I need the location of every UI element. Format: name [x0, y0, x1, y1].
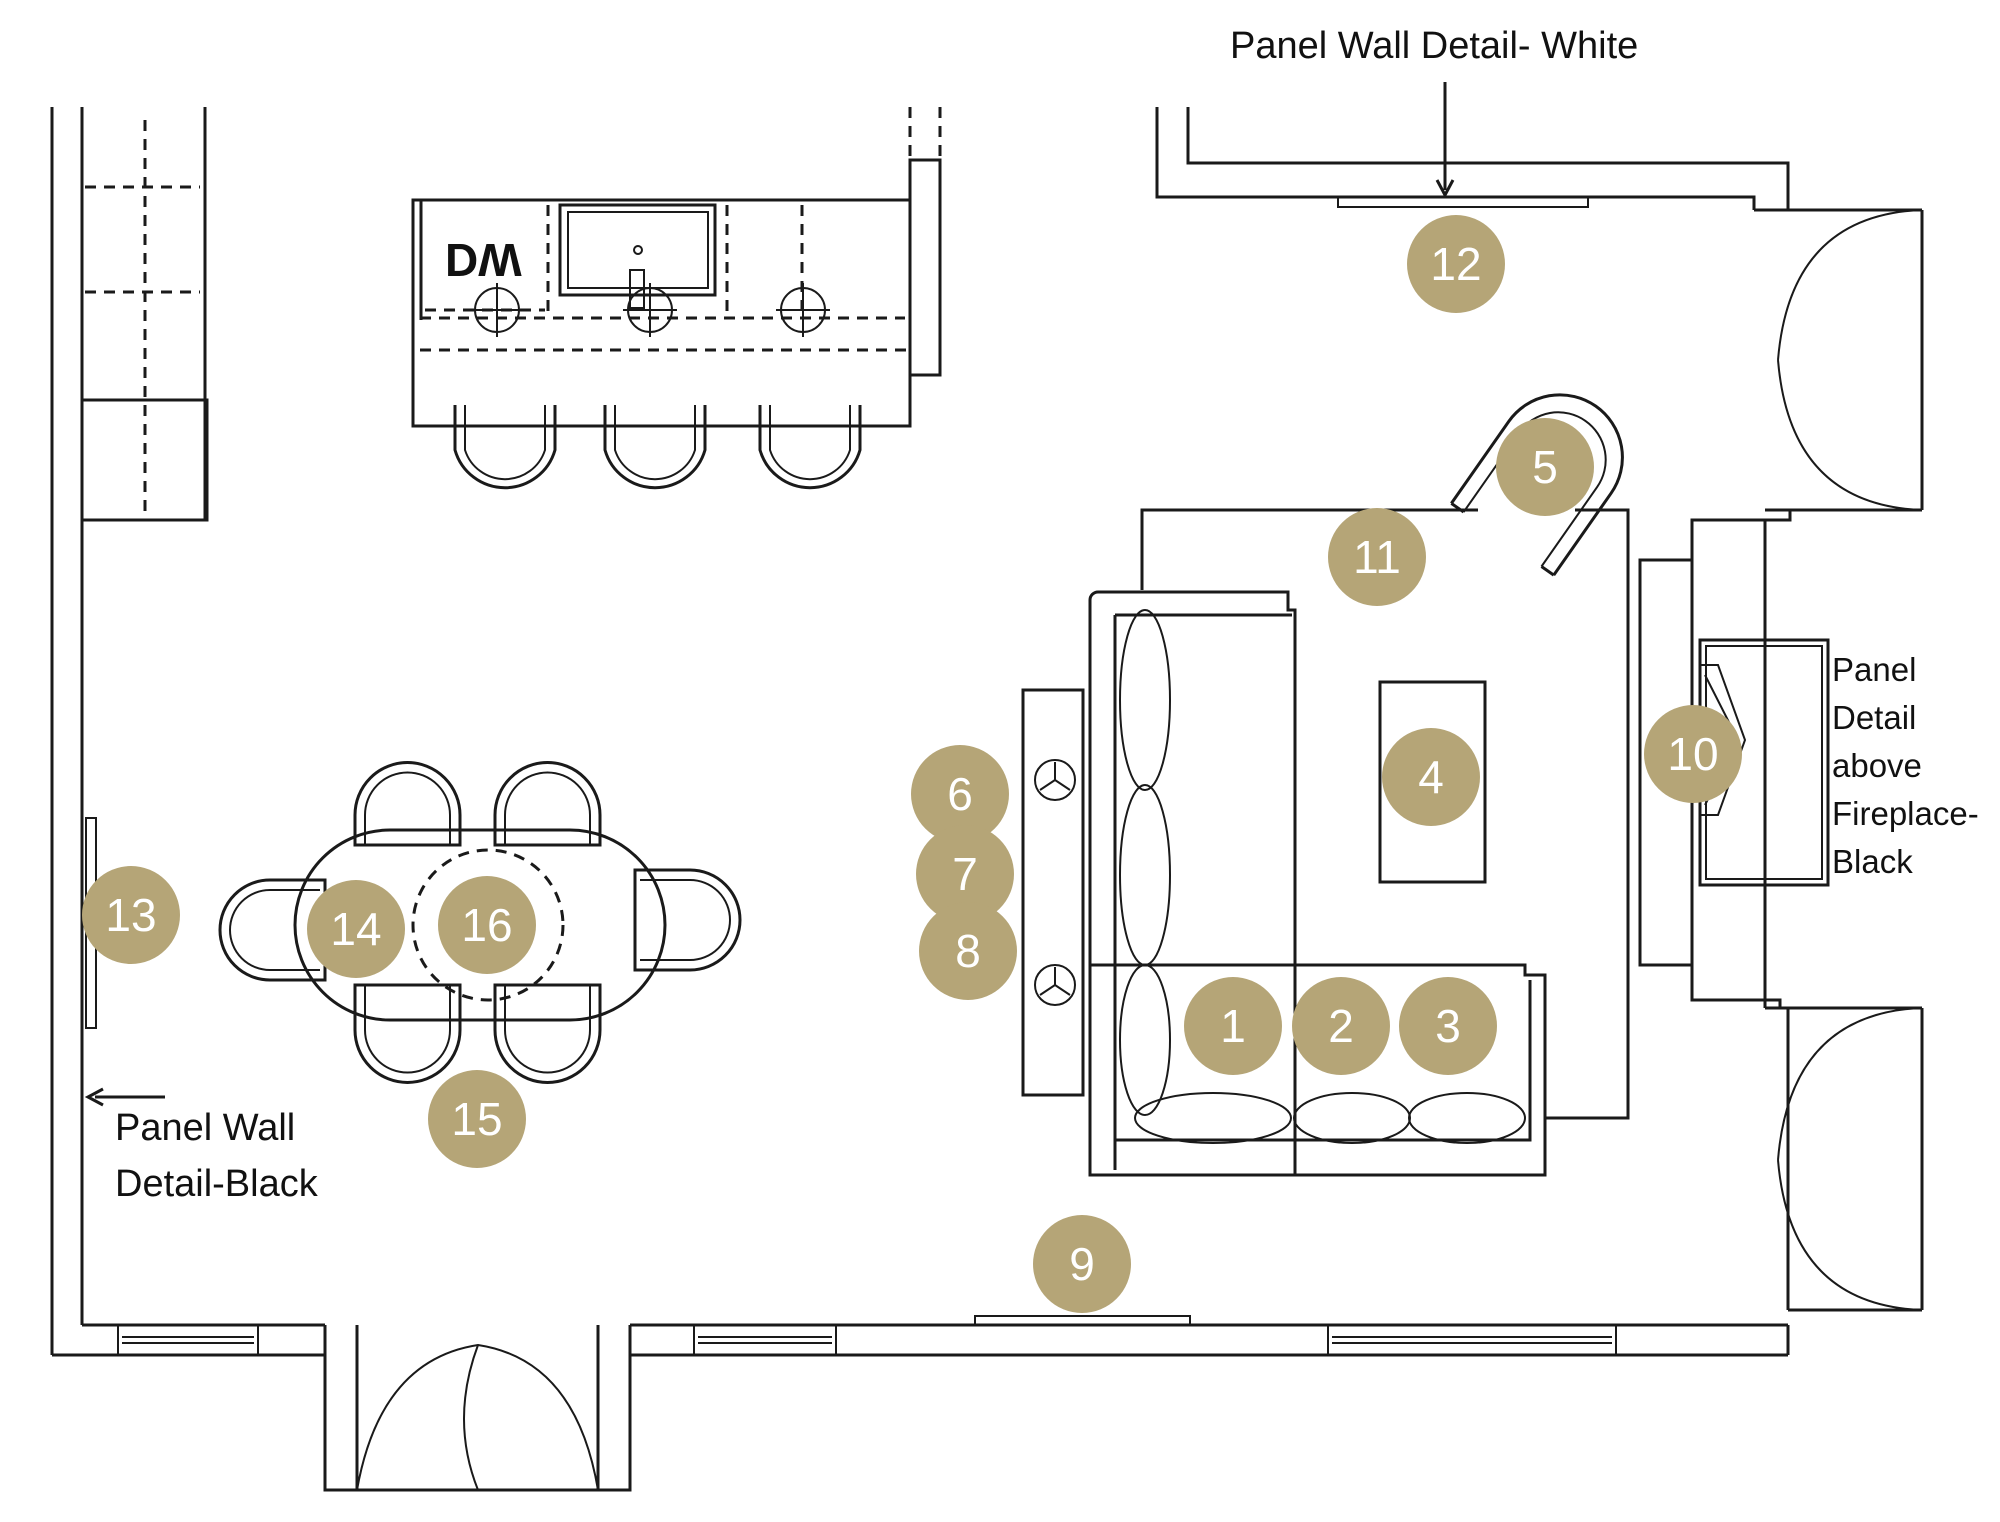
fireplace-panel-label: Panel Detail above Fireplace- Black — [1832, 646, 1979, 886]
fireplace-label-line5: Black — [1832, 843, 1913, 880]
console-table — [1021, 688, 1085, 1097]
marker-12: 12 — [1407, 215, 1505, 313]
marker-9: 9 — [1033, 1215, 1131, 1313]
fireplace-label-line1: Panel — [1832, 651, 1917, 688]
marker-3: 3 — [1399, 977, 1497, 1075]
panel-wall-black-line1: Panel Wall — [115, 1107, 296, 1149]
kitchen-cabinets — [80, 107, 209, 522]
marker-11: 11 — [1328, 508, 1426, 606]
marker-4: 4 — [1382, 728, 1480, 826]
panel-wall-black-line2: Detail-Black — [115, 1163, 318, 1205]
fireplace-label-line2: Detail — [1832, 699, 1917, 736]
dining-set — [218, 761, 742, 1084]
bar-stools — [453, 405, 862, 490]
panel-wall-white-label: Panel Wall Detail- White — [1230, 25, 1639, 67]
doors — [323, 208, 1924, 1492]
marker-5: 5 — [1496, 418, 1594, 516]
marker-10: 10 — [1644, 705, 1742, 803]
kitchen-island — [411, 107, 942, 428]
marker-2: 2 — [1292, 977, 1390, 1075]
dishwasher-label: DW — [445, 234, 522, 286]
sectional-sofa — [1088, 590, 1547, 1177]
fireplace-label-line4: Fireplace- — [1832, 795, 1979, 832]
fireplace-label-line3: above — [1832, 747, 1922, 784]
coffee-table — [1378, 680, 1487, 884]
marker-13: 13 — [82, 866, 180, 964]
marker-14: 14 — [307, 880, 405, 978]
panel-wall-black-label: Panel Wall Detail-Black — [115, 1100, 318, 1212]
marker-6: 6 — [911, 745, 1009, 843]
marker-8: 8 — [919, 902, 1017, 1000]
marker-1: 1 — [1184, 977, 1282, 1075]
marker-15: 15 — [428, 1070, 526, 1168]
marker-16: 16 — [438, 876, 536, 974]
